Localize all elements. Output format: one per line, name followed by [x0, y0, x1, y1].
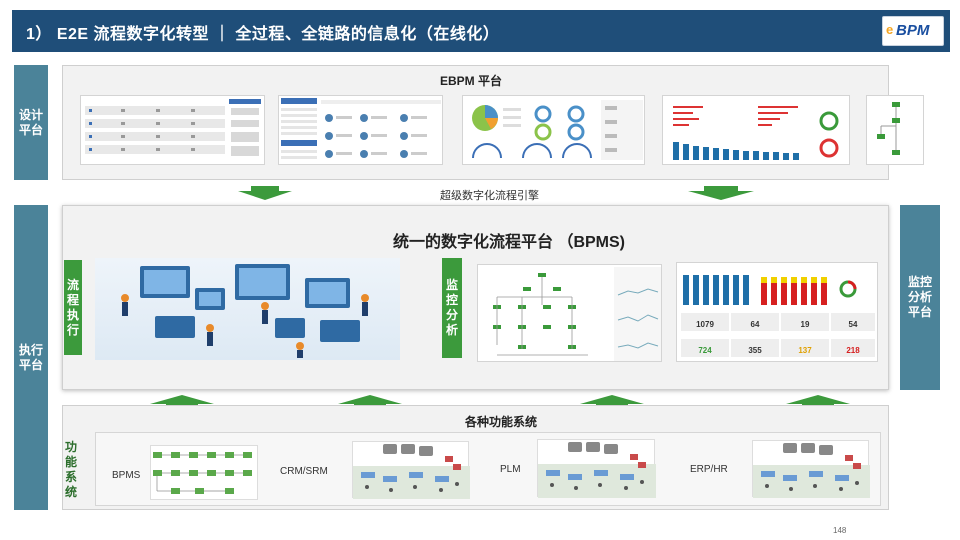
ebpm-screenshot-task-list [278, 95, 443, 165]
ebpm-title: EBPM 平台 [440, 74, 503, 88]
bpm-logo-mark: e [886, 22, 894, 37]
ebpm-screenshot-bar-dashboard [662, 95, 850, 165]
task-list-graphic [281, 98, 441, 159]
stat-value: 1079 [696, 320, 714, 329]
bpms-title: 统一的数字化流程平台 （BPMS) [393, 234, 626, 251]
erp-office-graphic [753, 443, 870, 498]
stat-value: 54 [848, 320, 858, 329]
functions-side-label: 功 能 系 统 [62, 432, 80, 507]
functions-title: 各种功能系统 [465, 415, 538, 429]
system-label-bpms: BPMS [112, 470, 141, 481]
plm-office-graphic [538, 442, 656, 498]
mini-flow-graphic [877, 102, 900, 155]
side-label-design: 设计 平台 [14, 65, 48, 180]
bpm-logo [882, 16, 944, 46]
ebpm-screenshot-mini-flow [866, 95, 924, 165]
system-label-erp: ERP/HR [690, 464, 728, 475]
stat-value-ok: 724 [698, 346, 712, 355]
digital-workplace-illustration [95, 258, 400, 360]
crm-office-graphic [353, 444, 470, 499]
crm-office-thumbnail [352, 441, 470, 499]
flow-execution-label: 流程 执行 [64, 260, 82, 355]
bar-dashboard-graphic [673, 106, 839, 160]
side-label-monitor: 监控 分析 平台 [900, 205, 940, 390]
side-label-execution-text: 执行 平台 [18, 342, 43, 372]
arrow-down-left-icon [238, 186, 292, 200]
page-number: 148 [833, 526, 847, 535]
side-label-monitor-text: 监控 分析 平台 [907, 275, 932, 319]
side-label-design-text: 设计 平台 [18, 107, 43, 137]
title-banner [12, 10, 950, 52]
bpm-logo-text: BPM [896, 22, 930, 39]
process-flow-screenshot [477, 264, 662, 362]
erp-office-thumbnail [752, 440, 870, 498]
plm-office-thumbnail [537, 439, 656, 498]
functions-side-label-text: 功 能 系 统 [64, 439, 77, 499]
monitoring-bars-graphic [681, 275, 875, 357]
monitor-analysis-label-text: 监 控 分 析 [445, 278, 458, 337]
stat-value: 19 [800, 320, 810, 329]
monitoring-dashboard-screenshot: 1079 64 19 54 724 355 137 218 [676, 262, 878, 362]
flow-execution-label-text: 流程 执行 [66, 277, 79, 337]
arrow-down-right-icon [688, 186, 754, 200]
stat-value-warning: 137 [798, 346, 812, 355]
ebpm-screenshot-process-table [80, 95, 265, 165]
monitor-analysis-label: 监 控 分 析 [442, 258, 462, 358]
process-table-graphic [85, 99, 261, 156]
stat-value-alert: 218 [846, 346, 860, 355]
ebpm-screenshot-pie-dashboard [462, 95, 645, 165]
stat-value: 355 [748, 346, 762, 355]
system-label-crm: CRM/SRM [280, 466, 328, 477]
side-label-execution: 执行 平台 [14, 205, 48, 510]
system-label-plm: PLM [500, 464, 521, 475]
bpms-flow-thumbnail [150, 445, 258, 500]
page-title: 1） E2E 流程数字化转型 ｜ 全过程、全链路的信息化（在线化） [26, 26, 500, 43]
process-flow-graphic [493, 267, 661, 361]
bpms-flow-graphic [153, 452, 252, 494]
engine-label: 超级数字化流程引擎 [440, 190, 539, 202]
pie-dashboard-graphic [472, 100, 643, 160]
stat-value: 64 [750, 320, 760, 329]
workplace-illustration-graphic [121, 264, 369, 358]
